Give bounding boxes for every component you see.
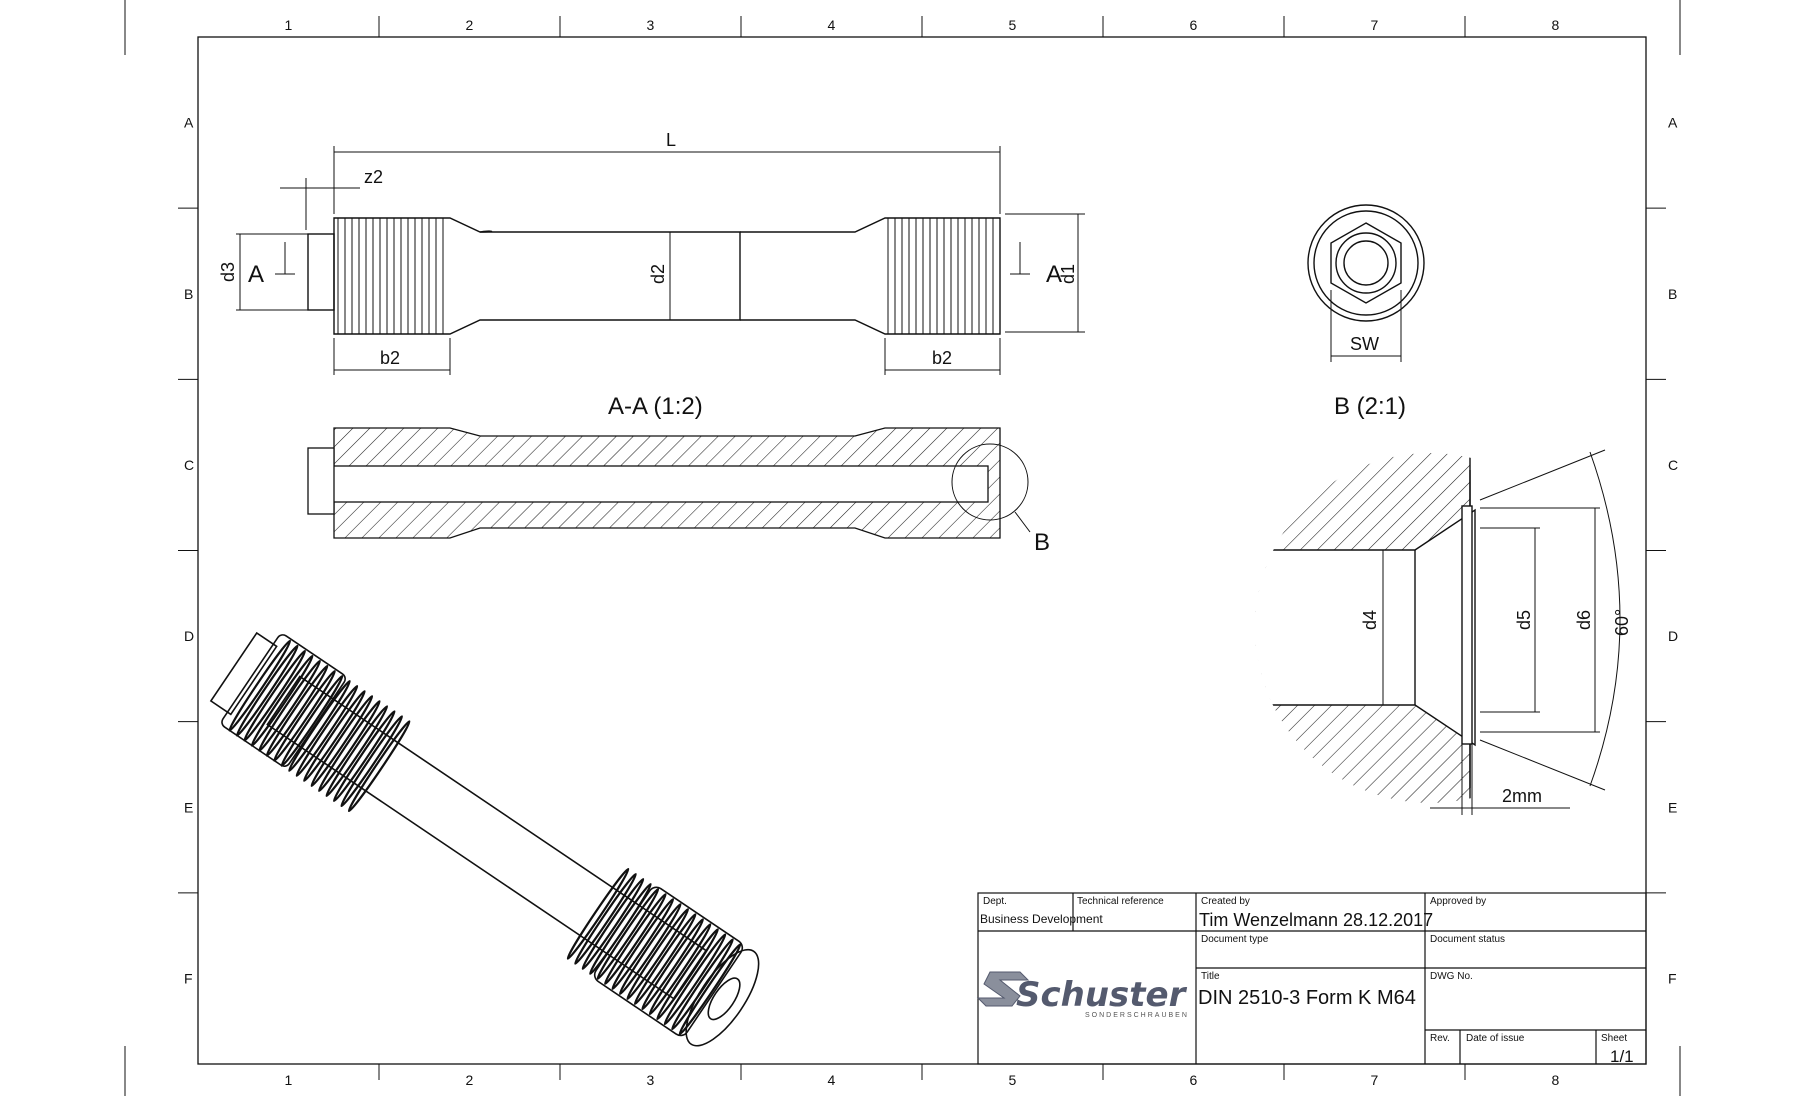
dim-d3: d3 — [218, 262, 238, 282]
detail-mark-b: B — [1034, 529, 1050, 556]
dim-gap: 2mm — [1502, 786, 1542, 806]
grid-row-label: B — [184, 286, 193, 302]
tech-ref-label: Technical reference — [1077, 896, 1164, 907]
section-mark-right: A — [1046, 261, 1062, 288]
grid-col-label: 3 — [647, 17, 655, 33]
dim-d4: d4 — [1360, 610, 1380, 630]
dept-value: Business Development — [980, 912, 1103, 926]
grid-col-label: 8 — [1552, 17, 1560, 33]
grid-col-label: 2 — [466, 1072, 474, 1088]
grid-ticks — [178, 16, 1666, 1080]
dim-angle: 60° — [1612, 609, 1632, 636]
sheet-value: 1/1 — [1610, 1047, 1634, 1066]
detail-b-title: B (2:1) — [1334, 393, 1406, 420]
section-aa — [307, 427, 1031, 539]
dim-b2-right: b2 — [932, 348, 952, 368]
title-value: DIN 2510-3 Form K M64 — [1198, 987, 1416, 1009]
grid-col-label: 4 — [828, 17, 836, 33]
grid-row-label: E — [184, 799, 193, 815]
sheet-label: Sheet — [1601, 1033, 1627, 1044]
rev-label: Rev. — [1430, 1033, 1450, 1044]
doc-type-label: Document type — [1201, 934, 1269, 945]
created-by-label: Created by — [1201, 896, 1250, 907]
dim-d5: d5 — [1514, 610, 1534, 630]
grid-row-label: A — [184, 115, 194, 131]
grid-row-label: F — [184, 970, 193, 986]
grid-row-label: D — [1668, 628, 1678, 644]
front-dimensions — [236, 146, 1085, 375]
dim-L: L — [666, 130, 676, 150]
dim-d2: d2 — [648, 264, 668, 284]
grid-col-label: 5 — [1009, 1072, 1017, 1088]
created-by-value: Tim Wenzelmann 28.12.2017 — [1199, 910, 1433, 930]
dim-b2-left: b2 — [380, 348, 400, 368]
grid-col-label: 7 — [1371, 17, 1379, 33]
date-issue-label: Date of issue — [1466, 1033, 1525, 1044]
end-view — [1307, 204, 1425, 362]
front-view — [307, 217, 1001, 335]
grid-row-label: C — [1668, 457, 1678, 473]
section-aa-title: A-A (1:2) — [608, 393, 703, 420]
dim-z2: z2 — [364, 167, 383, 187]
grid-col-label: 4 — [828, 1072, 836, 1088]
grid-col-label: 7 — [1371, 1072, 1379, 1088]
company-logo: Schuster SONDERSCHRAUBEN — [976, 971, 1189, 1019]
grid-row-label: A — [1668, 115, 1678, 131]
detail-b — [1255, 449, 1621, 815]
grid-row-label: F — [1668, 970, 1677, 986]
dept-label: Dept. — [983, 896, 1007, 907]
isometric-view — [209, 631, 760, 1047]
grid-col-label: 1 — [285, 1072, 293, 1088]
grid-col-label: 6 — [1190, 17, 1198, 33]
grid-col-label: 3 — [647, 1072, 655, 1088]
grid-col-label: 6 — [1190, 1072, 1198, 1088]
dim-d6: d6 — [1574, 610, 1594, 630]
grid-row-label: E — [1668, 799, 1677, 815]
grid-col-label: 8 — [1552, 1072, 1560, 1088]
grid-col-label: 2 — [466, 17, 474, 33]
grid-row-label: B — [1668, 286, 1677, 302]
grid-col-label: 5 — [1009, 17, 1017, 33]
grid-row-label: C — [184, 457, 194, 473]
dim-sw: SW — [1350, 334, 1379, 354]
title-label: Title — [1201, 971, 1220, 982]
dim-d1: d1 — [1058, 264, 1078, 284]
title-block — [977, 892, 1647, 1065]
dwg-no-label: DWG No. — [1430, 971, 1473, 982]
approved-by-label: Approved by — [1430, 896, 1486, 907]
section-mark-left: A — [248, 261, 264, 288]
logo-text: Schuster — [1016, 975, 1188, 1015]
doc-status-label: Document status — [1430, 934, 1505, 945]
grid-row-label: D — [184, 628, 194, 644]
logo-subtext: SONDERSCHRAUBEN — [1085, 1012, 1189, 1019]
grid-col-label: 1 — [285, 17, 293, 33]
